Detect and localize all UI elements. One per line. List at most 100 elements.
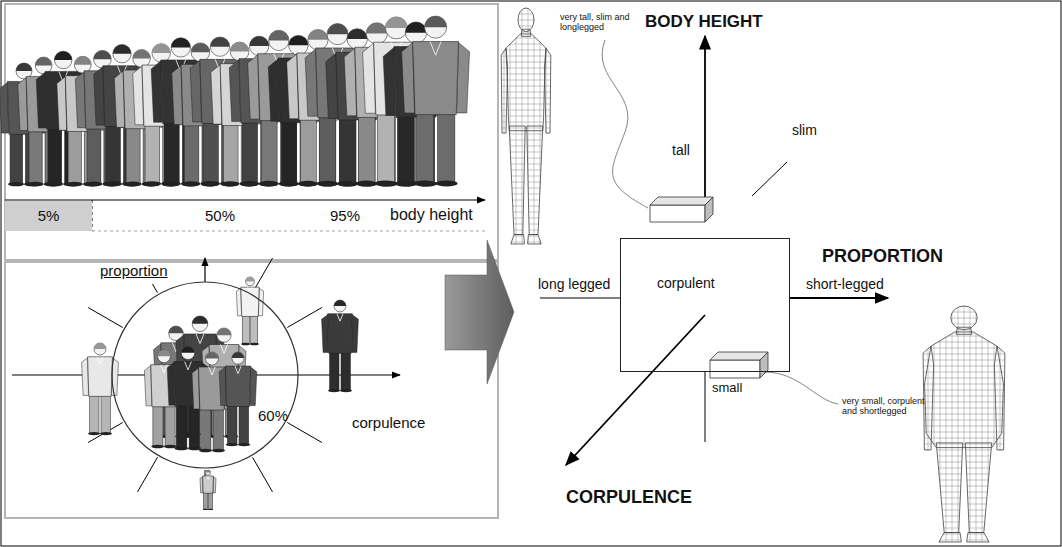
person-leg <box>300 111 316 183</box>
person-collar <box>196 334 204 344</box>
person-shoe <box>298 181 318 187</box>
person-leg <box>208 491 212 509</box>
person-shoe <box>203 509 208 510</box>
person-hair <box>405 22 426 33</box>
person-arm <box>133 66 144 125</box>
grid-line <box>928 306 929 542</box>
wireframe-outline <box>939 533 961 542</box>
person-head <box>334 300 346 312</box>
person-head <box>54 51 72 69</box>
person-torso <box>88 357 113 397</box>
person-collar <box>207 476 210 479</box>
person-hair <box>133 50 151 59</box>
grid-line <box>564 8 565 244</box>
person-collar <box>248 287 252 292</box>
person-shoe <box>259 181 279 187</box>
grid-line <box>904 306 905 542</box>
person-hair <box>246 277 255 281</box>
person-shoe <box>250 343 259 345</box>
grid-line <box>898 504 1030 505</box>
person-shoe <box>8 182 24 186</box>
grid-line <box>976 306 977 542</box>
box-side <box>760 352 768 378</box>
person-shoe <box>181 181 200 186</box>
grid-line <box>486 116 566 117</box>
person-arm <box>383 48 395 116</box>
person-shoe <box>337 181 357 187</box>
person-leg <box>184 117 199 183</box>
grid-line <box>964 306 965 542</box>
grid-line <box>486 212 566 213</box>
grid-line <box>1012 306 1013 542</box>
person-arm <box>211 65 222 124</box>
population-illustration <box>12 258 400 510</box>
grid-line <box>1030 306 1031 542</box>
person-shoe <box>66 182 83 187</box>
grid-line <box>934 306 935 542</box>
grid-line <box>486 194 566 195</box>
person-hair <box>289 35 309 45</box>
axis-label: body height <box>390 206 473 224</box>
person-shoe <box>436 180 458 186</box>
grid-line <box>552 8 553 244</box>
person-hair <box>217 328 231 335</box>
axis-title: PROPORTION <box>822 246 943 267</box>
proportion-axis <box>790 297 888 299</box>
percentile-label: 95% <box>330 207 360 224</box>
axis-title: CORPULENCE <box>566 487 692 508</box>
person-leg <box>203 491 207 509</box>
grid-line <box>946 306 947 542</box>
small-axis <box>705 372 706 442</box>
person-shoe <box>162 181 181 186</box>
grid-line <box>486 14 566 15</box>
grid-line <box>898 456 1030 457</box>
grid-line <box>486 236 566 237</box>
grid-line <box>486 140 566 141</box>
person-shoe <box>124 181 142 186</box>
grid-line <box>486 230 566 231</box>
person-head <box>347 29 367 49</box>
grid-line <box>486 224 566 225</box>
person-shoe <box>164 445 177 449</box>
person-head <box>230 42 249 61</box>
grid-line <box>952 306 953 542</box>
person-head <box>405 22 426 43</box>
person-shoe <box>212 449 225 453</box>
grid-line <box>486 26 566 27</box>
person-head <box>181 346 195 360</box>
wireframe-outline <box>994 346 1005 450</box>
person-shoe <box>241 343 250 345</box>
person-head <box>217 328 231 342</box>
person-shoe <box>201 181 220 186</box>
person-hair <box>205 470 210 473</box>
person-head <box>249 36 268 55</box>
person-head <box>327 24 348 45</box>
person-leg <box>341 348 350 390</box>
person-leg <box>227 401 237 444</box>
person-leg <box>176 400 187 448</box>
long-legged-axis <box>540 298 620 299</box>
box-front <box>710 360 760 378</box>
person-head <box>191 43 210 62</box>
box-top <box>650 197 713 205</box>
leader-line <box>602 40 648 208</box>
grid-line <box>1024 306 1025 542</box>
grid-line <box>898 486 1030 487</box>
person-shoe <box>27 182 44 187</box>
person-hair <box>94 343 106 349</box>
panel-divider <box>92 231 488 232</box>
grid-line <box>898 498 1030 499</box>
person-head <box>206 352 219 365</box>
person-hair <box>74 56 91 64</box>
wireframe-outline <box>511 235 525 244</box>
person-hair <box>152 44 170 53</box>
grid-line <box>970 306 971 542</box>
person-leg <box>10 127 23 184</box>
radial-spoke <box>88 308 123 328</box>
radial-spoke <box>287 308 322 328</box>
grid-line <box>898 534 1030 535</box>
person-arm <box>229 60 240 122</box>
person-shoe <box>317 181 338 187</box>
person-leg <box>29 124 42 183</box>
